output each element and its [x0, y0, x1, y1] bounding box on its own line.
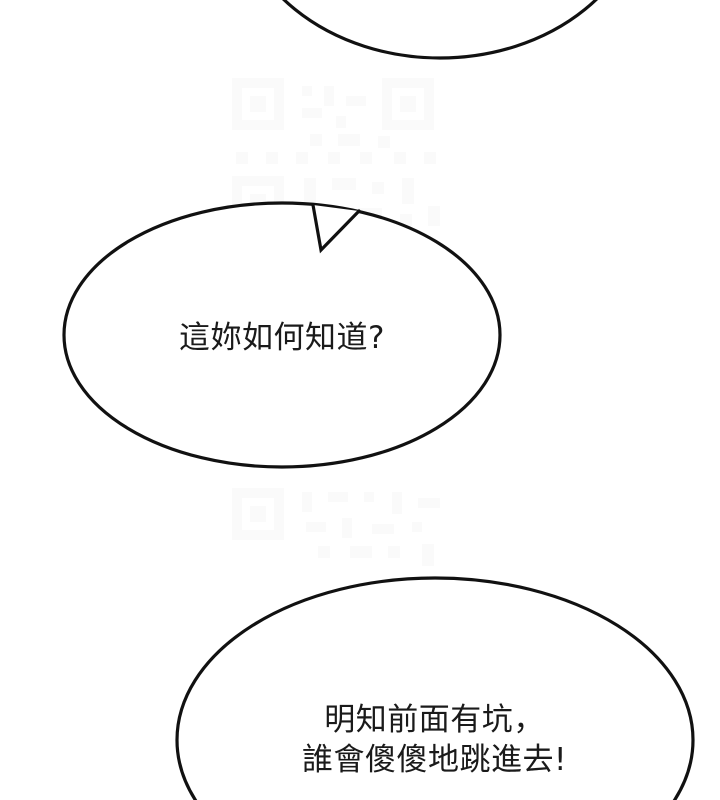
- speech-bubble-bottom-text: 明知前面有坑， 誰會傻傻地跳進去!: [302, 702, 567, 779]
- speech-bubble-top-outline: [282, 0, 598, 60]
- speech-bubble-bottom-outline: [175, 576, 695, 800]
- speech-bubble-middle-outline: [62, 201, 502, 469]
- speech-bubble-middle-text: 這妳如何知道?: [179, 320, 385, 356]
- speech-bubble-middle-tail: [311, 203, 361, 254]
